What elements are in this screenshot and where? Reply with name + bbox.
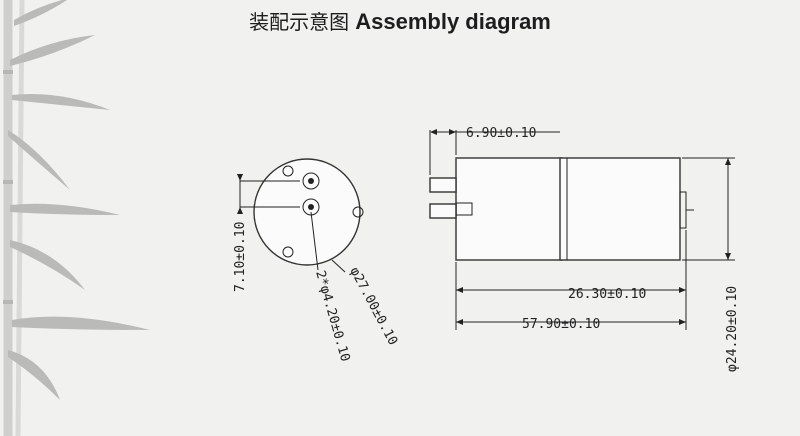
- dim-hole: 2*φ4.20±0.10: [312, 269, 352, 363]
- title-cn: 装配示意图: [249, 10, 350, 34]
- terminal-top-dot: [308, 178, 314, 184]
- mount-hole-top: [282, 165, 294, 177]
- title-en: Assembly diagram: [355, 9, 551, 34]
- terminal-tab-lower: [429, 203, 457, 219]
- terminal-bottom-dot: [308, 204, 314, 210]
- dim-7-10: 7.10±0.10: [233, 222, 248, 292]
- bamboo-decoration: [3, 0, 150, 436]
- dim-26-30: 26.30±0.10: [568, 287, 646, 302]
- rear-shaft: [679, 191, 687, 229]
- motor-face-circle: [253, 158, 361, 266]
- side-view: [429, 129, 735, 330]
- motor-body: [559, 157, 681, 261]
- dim-diameter-27: φ27.00±0.10: [346, 265, 400, 348]
- dim-57-90: 57.90±0.10: [522, 317, 600, 332]
- terminal-tab-upper: [429, 177, 457, 193]
- dimension-labels-side: 6.90±0.10 26.30±0.10 57.90±0.10 φ24.20±0…: [466, 126, 740, 372]
- front-view: [237, 158, 364, 273]
- dim-diameter-24-2: φ24.20±0.10: [725, 286, 740, 372]
- terminal-top: [302, 172, 320, 190]
- motor-can: [455, 157, 563, 261]
- mount-hole-right: [352, 206, 364, 218]
- page-title: 装配示意图 Assembly diagram: [0, 6, 800, 35]
- dim-6-90: 6.90±0.10: [466, 126, 536, 141]
- mount-hole-bottom: [282, 246, 294, 258]
